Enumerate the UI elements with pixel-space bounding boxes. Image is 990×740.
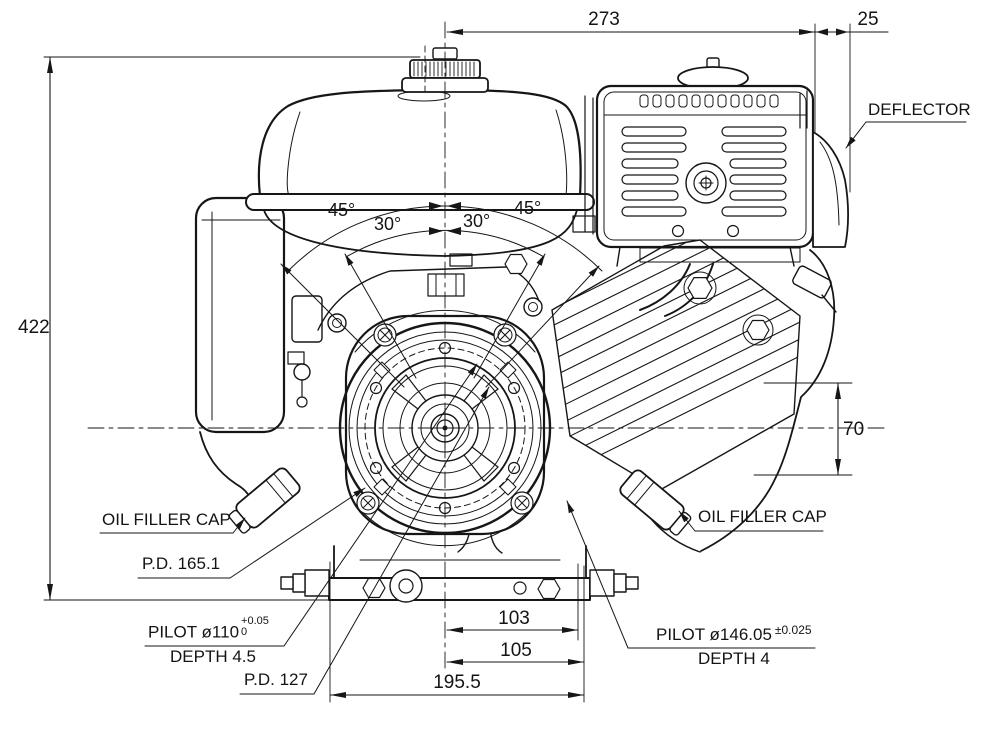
angle-30-left: 30° — [374, 214, 402, 234]
depth-4-label: DEPTH 4 — [698, 649, 770, 668]
dim-103: 103 — [498, 608, 530, 629]
dim-70: 70 — [843, 419, 865, 440]
pd-127-label: P.D. 127 — [244, 670, 308, 689]
muffler-top-slots — [639, 94, 779, 108]
fuel-tank — [245, 47, 595, 257]
deflector-label: DEFLECTOR — [868, 100, 971, 119]
cylinder-fins — [504, 239, 837, 491]
pilot-146-text: PILOT ø146.05 — [656, 625, 772, 644]
oil-filler-cap-right-label: OIL FILLER CAP — [698, 507, 827, 526]
upper-bracket — [317, 253, 543, 333]
dimension-annotations — [43, 23, 967, 703]
label-underlines — [99, 121, 967, 695]
cover-spokes — [391, 374, 499, 482]
dim-195-5: 195.5 — [433, 672, 481, 693]
right-silhouette — [700, 249, 836, 552]
oil-filler-cap-left-shape — [228, 467, 301, 534]
pilot-146-label: PILOT ø146.05±0.025 — [656, 624, 812, 644]
muffler-knob — [677, 57, 749, 90]
engine-drawing — [87, 21, 889, 669]
leader-lines — [229, 121, 867, 695]
depth-4-5-label: DEPTH 4.5 — [170, 647, 256, 666]
flange-screws — [356, 323, 534, 515]
pilot-110-tol-upper: +0.05 — [241, 615, 269, 627]
oil-filler-cap-left-label: OIL FILLER CAP — [102, 510, 231, 529]
muffler — [595, 57, 815, 267]
oil-filler-cap-right-shape — [619, 469, 692, 536]
angle-45-right: 45° — [514, 198, 542, 218]
dim-422: 422 — [18, 317, 50, 338]
lower-right-silhouette — [651, 519, 701, 553]
head-bolts — [504, 253, 774, 346]
dim-273: 273 — [588, 9, 620, 30]
air-cleaner — [194, 196, 286, 519]
pilot-110-text: PILOT ø110 — [148, 622, 240, 642]
angle-guides — [280, 202, 603, 388]
extension-lines — [43, 23, 853, 703]
pilot-146-tolerance: ±0.025 — [774, 623, 812, 637]
angle-30-right: 30° — [463, 211, 491, 231]
centerlines — [87, 21, 889, 669]
pilot-110-tol-lower: 0 — [241, 626, 248, 638]
fan-shroud — [572, 95, 596, 235]
angle-45-left: 45° — [328, 200, 356, 220]
deflector-shape — [812, 131, 849, 248]
dim-105: 105 — [500, 640, 532, 661]
muffler-center-screw — [685, 162, 727, 204]
pd-165-1-label: P.D. 165.1 — [142, 554, 221, 573]
carburetor-detail — [287, 295, 323, 408]
dim-25: 25 — [857, 9, 879, 30]
muffler-louvers — [621, 126, 787, 217]
